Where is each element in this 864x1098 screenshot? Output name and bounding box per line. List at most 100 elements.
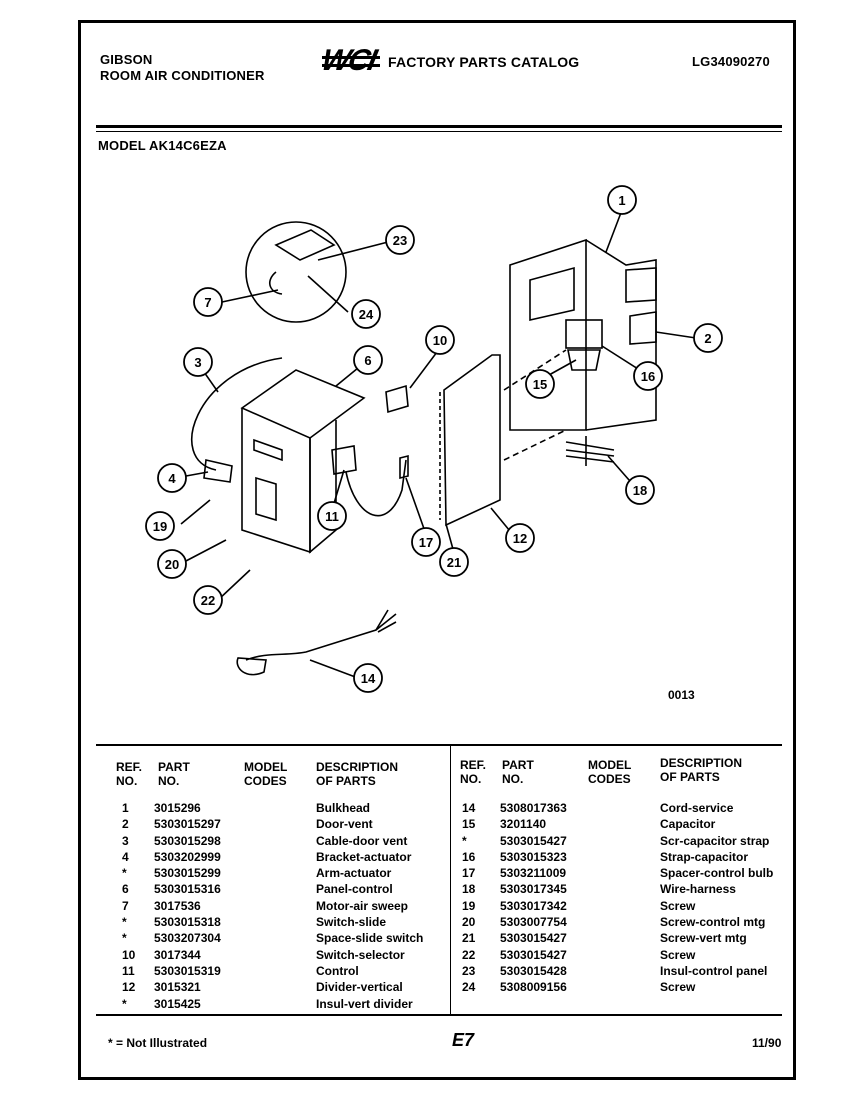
cell-ref: 4: [122, 849, 129, 864]
svg-text:21: 21: [447, 555, 461, 570]
cell-desc: Insul-control panel: [660, 963, 768, 978]
cell-ref: 16: [462, 849, 476, 864]
cell-part: 5303017342: [500, 898, 567, 913]
cell-ref: *: [122, 866, 127, 881]
svg-text:17: 17: [419, 535, 433, 550]
callout-10: 10: [425, 325, 455, 355]
callout-21: 21: [439, 547, 469, 577]
cell-part: 3201140: [500, 817, 547, 832]
cell-desc: Divider-vertical: [316, 980, 403, 995]
svg-text:1: 1: [618, 193, 625, 208]
cell-desc: Arm-actuator: [316, 866, 392, 881]
cell-ref: 20: [462, 915, 476, 930]
cell-part: 5303015316: [154, 882, 221, 897]
cell-part: 3015425: [154, 996, 201, 1011]
cell-desc: Cable-door vent: [316, 833, 408, 848]
cell-desc: Wire-harness: [660, 882, 736, 897]
callout-20: 20: [157, 549, 187, 579]
wire-harness: [565, 436, 615, 466]
cell-desc: Panel-control: [316, 882, 393, 897]
cell-ref: *: [462, 833, 467, 848]
svg-text:23: 23: [393, 233, 407, 248]
brand-name: GIBSON: [100, 52, 153, 67]
cell-ref: 12: [122, 980, 136, 995]
cell-ref: 6: [122, 882, 129, 897]
header-ref-no: REF. NO.: [460, 758, 487, 786]
cell-ref: 7: [122, 898, 129, 913]
wci-logo: WCI: [318, 44, 378, 77]
control-panel-part: [240, 369, 366, 439]
callout-24: 24: [351, 299, 381, 329]
cable-door-vent: [191, 357, 283, 471]
cell-ref: 1: [122, 801, 129, 815]
door-vent-part: [629, 311, 657, 345]
selector-switch: [385, 384, 409, 414]
cell-part: 5303017345: [500, 882, 567, 897]
cell-part: 5303015428: [500, 963, 567, 978]
svg-text:12: 12: [513, 531, 527, 546]
cell-part: 5303015427: [500, 931, 567, 946]
cell-desc: Motor-air sweep: [316, 898, 409, 913]
cell-part: 3017344: [154, 947, 201, 962]
svg-text:2: 2: [704, 331, 711, 346]
header-model-codes: MODEL CODES: [588, 758, 632, 786]
cell-ref: 22: [462, 947, 476, 962]
svg-text:18: 18: [633, 483, 647, 498]
callout-2: 2: [693, 323, 723, 353]
cell-desc: Bulkhead: [316, 801, 371, 815]
svg-text:24: 24: [359, 307, 374, 322]
cell-desc: Screw: [660, 947, 696, 962]
cell-ref: 14: [462, 801, 476, 815]
table-column-divider: [450, 746, 451, 1014]
cell-desc: Switch-selector: [316, 947, 405, 962]
header-part-no: PART NO.: [158, 760, 190, 788]
cell-desc: Screw-vert mtg: [660, 931, 747, 946]
header-description: DESCRIPTION OF PARTS: [660, 756, 743, 784]
svg-text:15: 15: [533, 377, 547, 392]
logo-stripe: [322, 56, 380, 59]
table-top-rule: [96, 744, 782, 746]
drawing-code: 0013: [668, 688, 695, 702]
svg-text:22: 22: [201, 593, 215, 608]
svg-text:14: 14: [361, 671, 376, 686]
callout-3: 3: [183, 347, 213, 377]
document-number: LG34090270: [692, 54, 770, 69]
cell-part: 5303015323: [500, 849, 567, 864]
svg-text:10: 10: [433, 333, 447, 348]
cell-ref: 2: [122, 817, 129, 832]
cell-part: 5303015299: [154, 866, 221, 881]
header-ref-no: REF. NO.: [116, 760, 143, 788]
header-rule: [96, 125, 782, 128]
svg-text:11: 11: [325, 509, 339, 524]
page-frame: [78, 20, 796, 1080]
cell-part: 5303015318: [154, 915, 221, 930]
cell-part: 5308017363: [500, 801, 567, 815]
header-part-no: PART NO.: [502, 758, 534, 786]
svg-text:3: 3: [194, 355, 201, 370]
cell-part: 3017536: [154, 898, 201, 913]
table-bottom-rule: [96, 1014, 782, 1016]
cell-ref: 11: [122, 963, 135, 978]
cell-part: 5303015298: [154, 833, 221, 848]
cell-ref: 21: [462, 931, 476, 946]
not-illustrated-note: * = Not Illustrated: [108, 1036, 208, 1050]
cell-part: 5303202999: [154, 849, 221, 864]
cell-part: 5303015427: [500, 947, 567, 962]
callout-11: 11: [317, 501, 347, 531]
cell-desc: Screw-control mtg: [660, 915, 766, 930]
cell-part: 5303015319: [154, 963, 221, 978]
cell-ref: 10: [122, 947, 136, 962]
cell-part: 3015321: [154, 980, 201, 995]
cell-part: 3015296: [154, 801, 201, 815]
svg-text:19: 19: [153, 519, 167, 534]
cell-ref: 15: [462, 817, 476, 832]
cell-part: 5303015297: [154, 817, 221, 832]
cell-ref: 18: [462, 882, 476, 897]
cell-desc: Screw: [660, 898, 696, 913]
cell-part: 5303207304: [154, 931, 221, 946]
callout-6: 6: [353, 345, 383, 375]
cell-desc: Insul-vert divider: [316, 996, 413, 1011]
cell-part: 5303211009: [500, 866, 567, 881]
callout-23: 23: [385, 225, 415, 255]
callout-4: 4: [157, 463, 187, 493]
